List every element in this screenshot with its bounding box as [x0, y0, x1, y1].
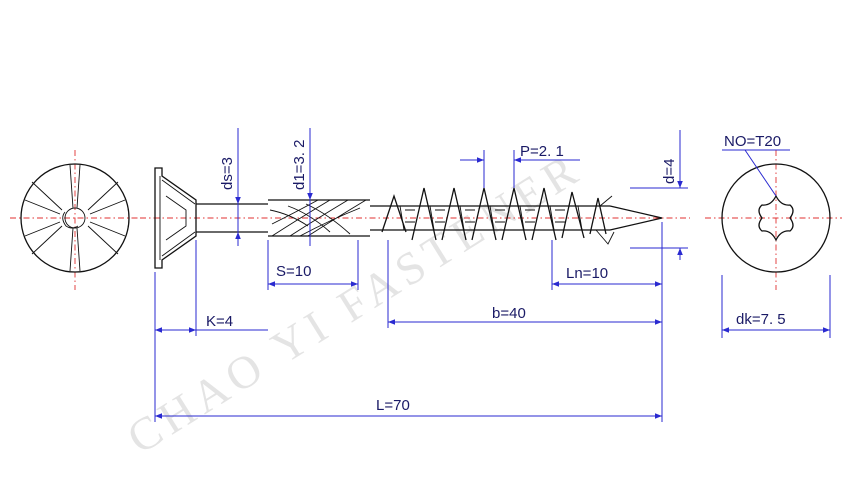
label-d1: d1=3. 2 [291, 140, 308, 190]
label-d: d=4 [661, 159, 678, 184]
left-head-view [10, 150, 140, 290]
label-p: P=2. 1 [520, 143, 564, 160]
screw-profile [140, 167, 690, 269]
label-ds: ds=3 [219, 157, 236, 190]
label-dk: dk=7. 5 [736, 311, 786, 328]
label-s: S=10 [276, 263, 311, 280]
torx-recess [758, 194, 794, 242]
right-head-view [705, 150, 842, 290]
label-l: L=70 [376, 397, 410, 414]
label-no: NO=T20 [724, 133, 781, 150]
label-k: K=4 [206, 313, 233, 330]
label-b: b=40 [492, 305, 526, 322]
watermark: CHAO YI FASTENER [118, 142, 591, 464]
dimensions [154, 128, 831, 422]
label-ln: Ln=10 [566, 265, 608, 282]
